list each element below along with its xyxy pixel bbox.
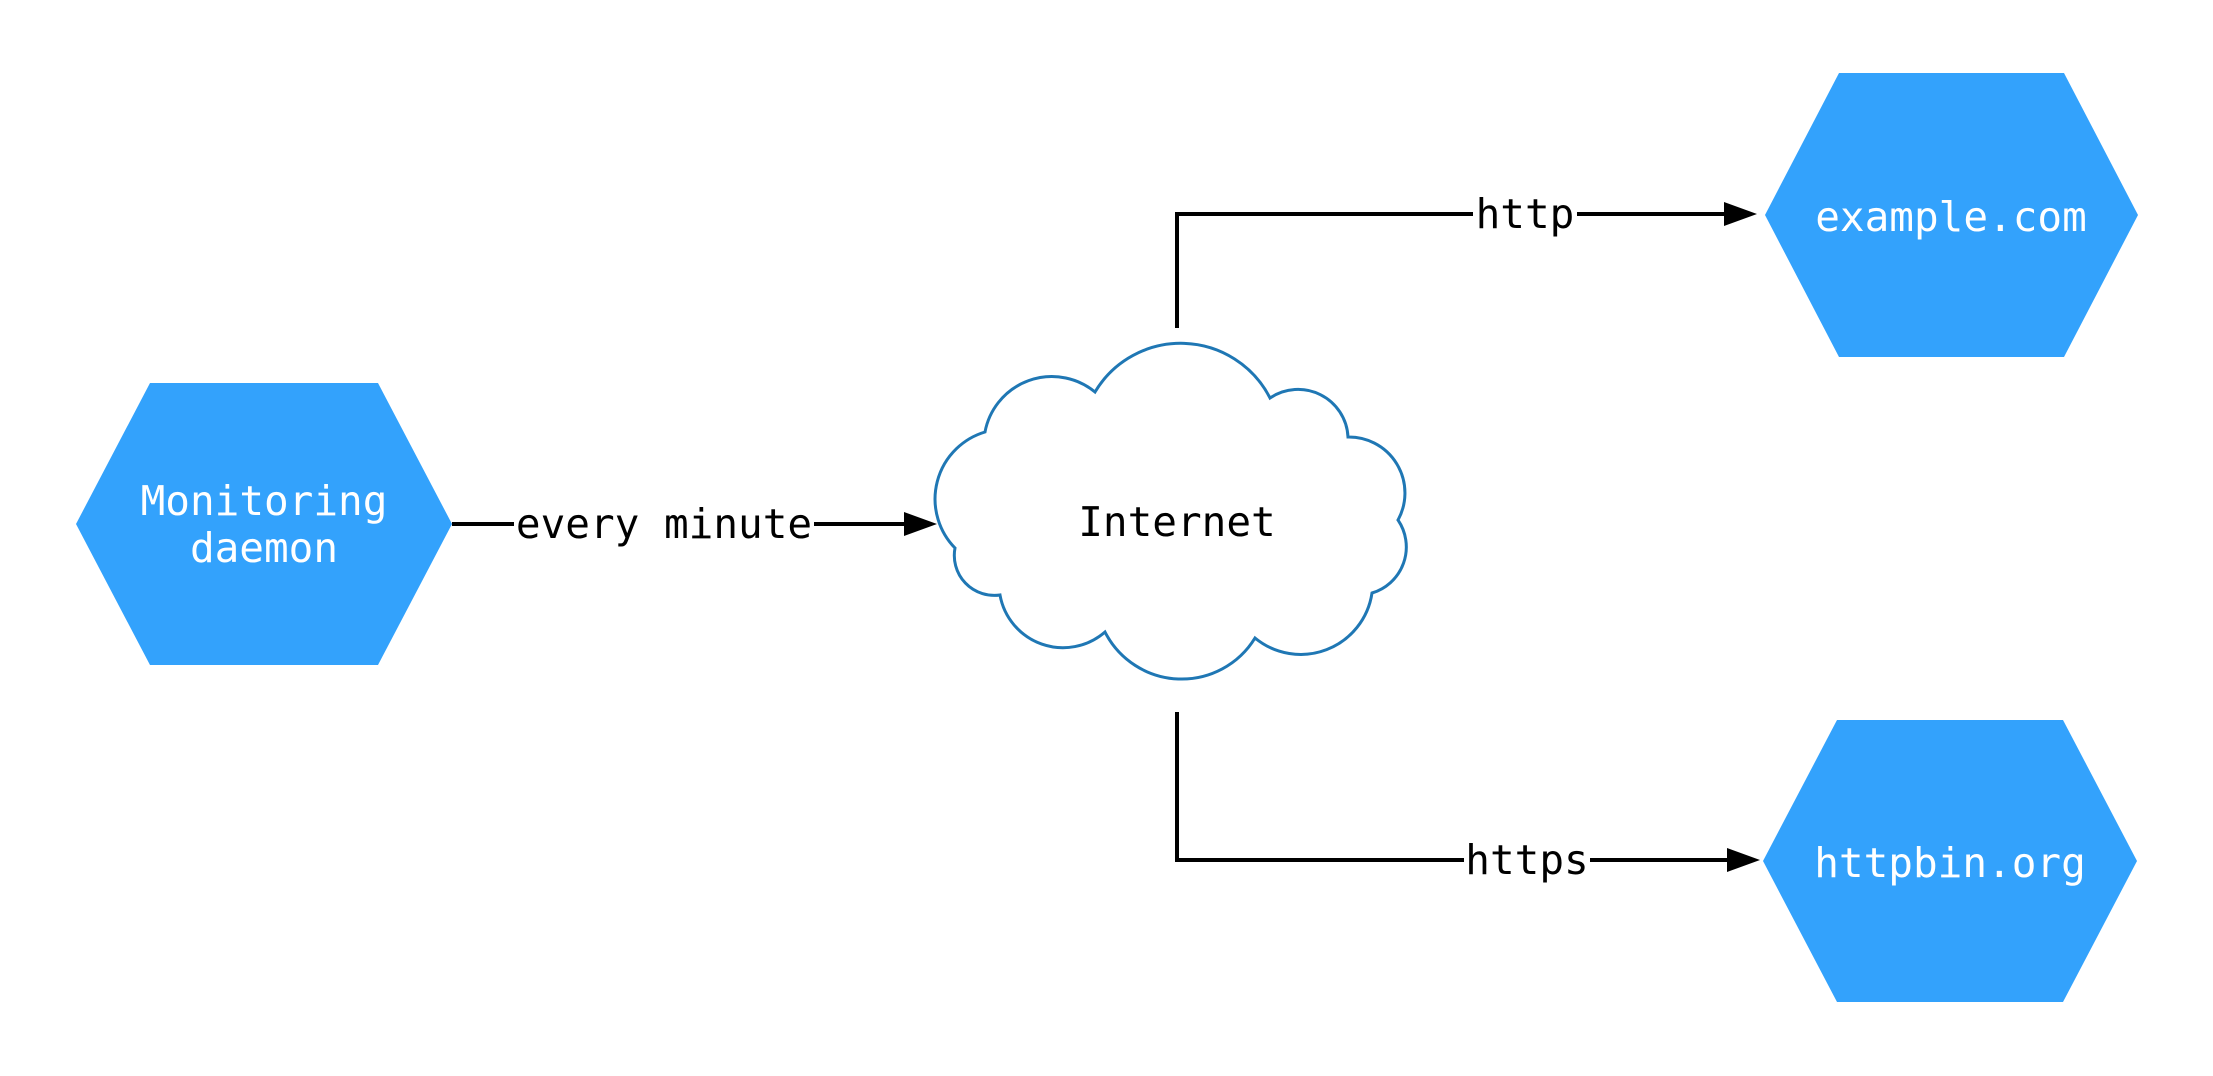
example-hexagon <box>1765 73 2138 357</box>
example-label: example.com <box>1815 193 2087 241</box>
node-httpbin-org: httpbin.org <box>1763 720 2137 1002</box>
httpbin-hexagon <box>1763 720 2137 1002</box>
edge-https-elbow-line <box>1175 712 1464 862</box>
arrowhead-icon <box>1727 848 1760 872</box>
daemon-label-line1: Monitoring <box>141 477 388 525</box>
edge-https: https <box>1175 712 1760 884</box>
daemon-hexagon <box>76 383 452 665</box>
edge-http-label: http <box>1476 190 1575 238</box>
httpbin-label: httpbin.org <box>1814 839 2086 887</box>
edge-every-minute-label: every minute <box>516 500 812 548</box>
arrowhead-icon <box>904 512 937 536</box>
node-internet: Internet <box>933 341 1408 681</box>
edge-every-minute: every minute <box>452 500 937 548</box>
edge-https-label: https <box>1465 836 1588 884</box>
edge-http: http <box>1175 190 1757 328</box>
internet-label: Internet <box>1078 498 1275 546</box>
edge-http-elbow-line <box>1175 212 1473 328</box>
daemon-label-line2: daemon <box>190 524 338 572</box>
node-example-com: example.com <box>1765 73 2138 357</box>
internet-cloud-icon <box>933 341 1408 681</box>
arrowhead-icon <box>1724 202 1757 226</box>
node-monitoring-daemon: Monitoring daemon <box>76 383 452 665</box>
